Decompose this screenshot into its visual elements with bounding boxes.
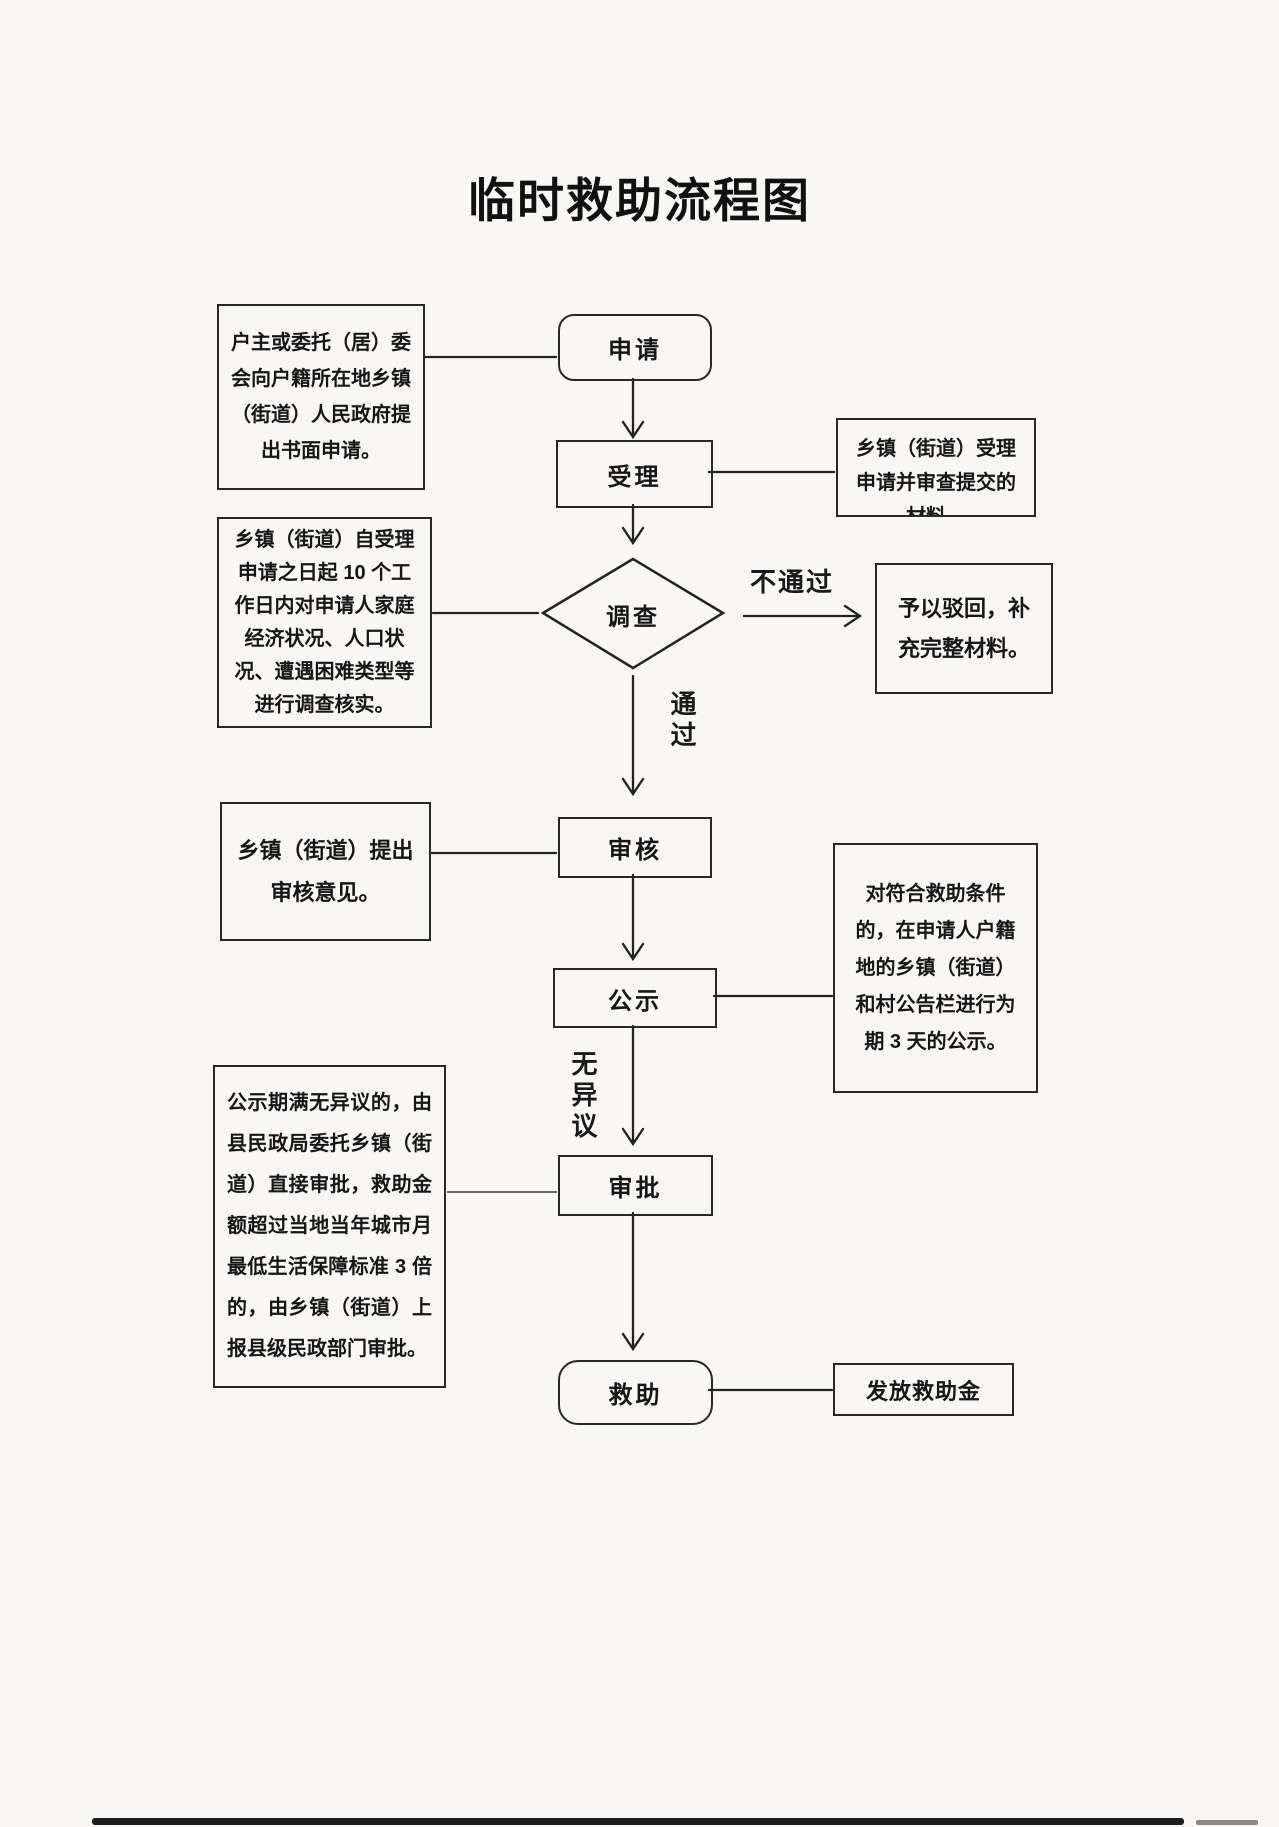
node-review: 审核	[558, 817, 712, 878]
grant-note-box: 发放救助金	[833, 1363, 1014, 1416]
node-approve-label: 审批	[608, 1175, 663, 1202]
arrow-review-to-publicize	[621, 873, 645, 962]
reject-note-box: 予以驳回，补充完整材料。	[875, 563, 1053, 694]
accept-note-box: 乡镇（街道）受理申请并审查提交的材料。	[836, 418, 1036, 517]
investigate-note-box: 乡镇（街道）自受理申请之日起 10 个工作日内对申请人家庭经济状况、人口状况、遭…	[217, 517, 432, 728]
reject-note-text: 予以驳回，补充完整材料。	[897, 595, 1030, 661]
node-approve: 审批	[558, 1155, 713, 1216]
approve-note-text: 公示期满无异议的，由县民政局委托乡镇（街道）直接审批，救助金额超过当地当年城市月…	[227, 1092, 432, 1360]
node-review-label: 审核	[608, 837, 662, 864]
edge-label-fail: 不通过	[750, 567, 835, 597]
investigate-note-text: 乡镇（街道）自受理申请之日起 10 个工作日内对申请人家庭经济状况、人口状况、遭…	[234, 528, 415, 716]
arrow-accept-to-investigate	[621, 503, 645, 546]
scan-smudge-small	[1196, 1820, 1258, 1825]
node-apply-label: 申请	[608, 337, 662, 364]
node-accept: 受理	[556, 440, 713, 508]
node-assist: 救助	[558, 1360, 713, 1425]
page-title: 临时救助流程图	[468, 176, 811, 228]
arrow-investigate-to-reject	[742, 604, 863, 628]
review-note-text: 乡镇（街道）提出审核意见。	[237, 837, 414, 905]
publicize-note-box: 对符合救助条件的，在申请人户籍地的乡镇（街道）和村公告栏进行为期 3 天的公示。	[833, 843, 1038, 1093]
node-investigate: 调查	[549, 585, 717, 643]
node-assist-label: 救助	[608, 1382, 663, 1409]
review-note-box: 乡镇（街道）提出审核意见。	[220, 802, 431, 941]
edge-label-pass: 通过	[667, 690, 697, 752]
arrow-approve-to-assist	[621, 1211, 645, 1352]
arrow-apply-to-accept	[621, 377, 645, 440]
grant-note-text: 发放救助金	[865, 1378, 981, 1404]
edge-label-no-objection: 无异议	[568, 1050, 598, 1143]
accept-note-text: 乡镇（街道）受理申请并审查提交的材料。	[856, 438, 1016, 517]
node-accept-label: 受理	[607, 463, 662, 491]
publicize-note-text: 对符合救助条件的，在申请人户籍地的乡镇（街道）和村公告栏进行为期 3 天的公示。	[855, 882, 1016, 1053]
applicant-note-box: 户主或委托（居）委会向户籍所在地乡镇（街道）人民政府提出书面申请。	[217, 304, 425, 490]
scan-smudge	[92, 1818, 1184, 1825]
node-investigate-label: 调查	[606, 603, 660, 631]
node-apply: 申请	[558, 314, 712, 381]
arrow-investigate-to-review	[621, 674, 645, 797]
node-publicize-label: 公示	[608, 987, 662, 1015]
arrow-publicize-to-approve	[621, 1024, 645, 1147]
node-publicize: 公示	[553, 968, 717, 1028]
approve-note-box: 公示期满无异议的，由县民政局委托乡镇（街道）直接审批，救助金额超过当地当年城市月…	[213, 1065, 446, 1388]
applicant-note-text: 户主或委托（居）委会向户籍所在地乡镇（街道）人民政府提出书面申请。	[231, 332, 411, 462]
